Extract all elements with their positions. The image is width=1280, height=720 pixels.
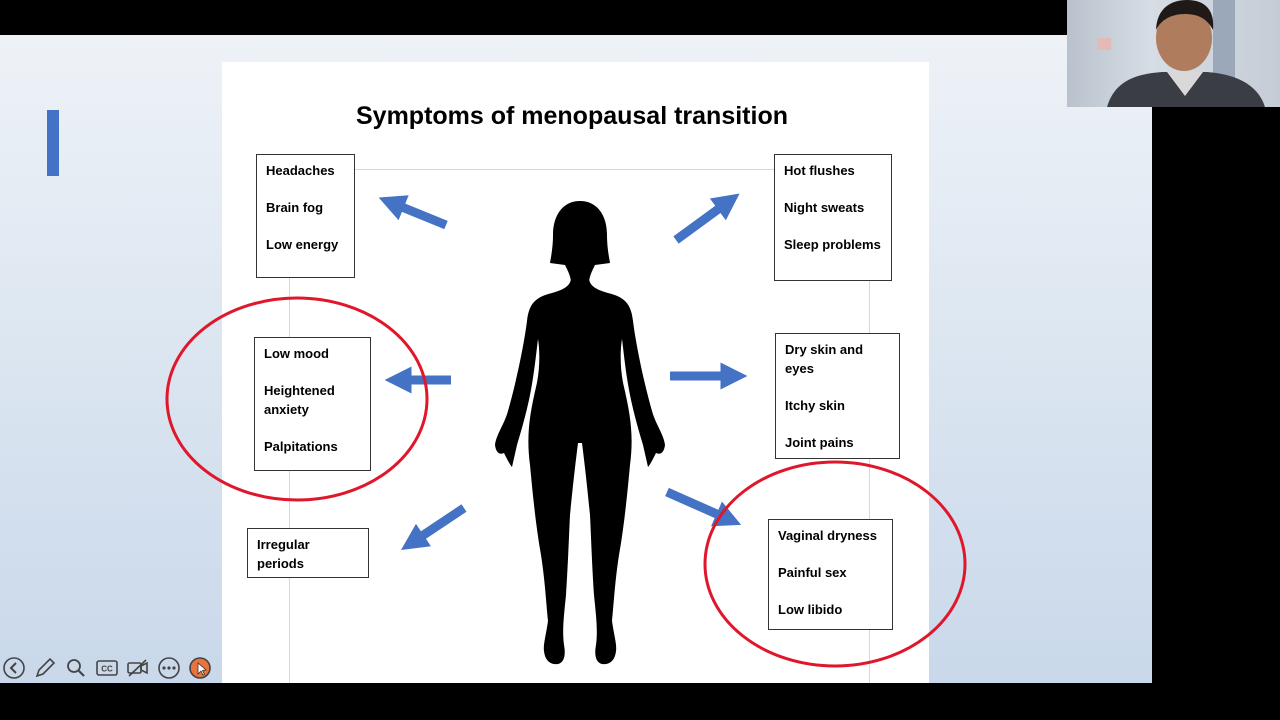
symptom-item: Joint pains bbox=[785, 435, 854, 450]
pointer-button[interactable] bbox=[188, 656, 212, 680]
guide-line-top bbox=[289, 169, 870, 170]
more-options-button[interactable] bbox=[157, 656, 181, 680]
symptom-item: Palpitations bbox=[264, 439, 338, 454]
symptom-item: Low energy bbox=[266, 237, 339, 252]
pen-icon bbox=[35, 657, 56, 678]
symptom-box-top-right: Hot flushes Night sweats Sleep problems bbox=[774, 154, 892, 281]
symptom-item: Itchy skin bbox=[785, 398, 845, 413]
presenter-webcam bbox=[1067, 0, 1280, 107]
symptom-item: Night sweats bbox=[784, 200, 865, 215]
symptom-item: Low mood bbox=[264, 346, 329, 361]
slide-panel: Symptoms of menopausal transition Headac… bbox=[222, 62, 929, 683]
symptom-box-bottom-left: Irregular periods bbox=[247, 528, 369, 578]
zoom-button[interactable] bbox=[64, 656, 88, 680]
pen-button[interactable] bbox=[33, 656, 57, 680]
cc-label: CC bbox=[101, 665, 113, 674]
symptom-box-mid-right: Dry skin and eyes Itchy skin Joint pains bbox=[775, 333, 900, 459]
accent-bar bbox=[47, 110, 59, 176]
symptom-box-bottom-right: Vaginal dryness Painful sex Low libido bbox=[768, 519, 893, 630]
symptom-item: Headaches bbox=[266, 163, 335, 178]
slide-title: Symptoms of menopausal transition bbox=[355, 102, 788, 130]
symptom-item: Vaginal dryness bbox=[778, 528, 877, 543]
pointer-icon bbox=[189, 657, 211, 679]
symptom-box-mid-left: Low mood Heightened anxiety Palpitations bbox=[254, 337, 371, 471]
symptom-item: Heightened anxiety bbox=[264, 383, 335, 417]
slide-stage: Symptoms of menopausal transition Headac… bbox=[0, 35, 1152, 683]
symptom-item: Painful sex bbox=[778, 565, 847, 580]
video-camera-button[interactable] bbox=[126, 656, 150, 680]
presentation-toolbar: CC bbox=[2, 656, 212, 680]
back-arrow-button[interactable] bbox=[2, 656, 26, 680]
symptom-item: Brain fog bbox=[266, 200, 324, 215]
presenter-person-icon bbox=[1097, 0, 1265, 107]
back-arrow-icon bbox=[3, 657, 25, 679]
symptom-item: Hot flushes bbox=[784, 163, 855, 178]
symptom-item: Low libido bbox=[778, 602, 843, 617]
symptom-item: Sleep problems bbox=[784, 237, 881, 252]
symptom-item: Irregular periods bbox=[257, 537, 310, 571]
video-camera-icon bbox=[127, 659, 148, 677]
magnifier-icon bbox=[67, 659, 85, 677]
closed-captions-button[interactable]: CC bbox=[95, 656, 119, 680]
symptom-box-top-left: Headaches Brain fog Low energy bbox=[256, 154, 355, 278]
closed-captions-icon: CC bbox=[96, 660, 118, 676]
more-options-icon bbox=[158, 657, 180, 679]
symptom-item: Dry skin and eyes bbox=[785, 342, 864, 376]
